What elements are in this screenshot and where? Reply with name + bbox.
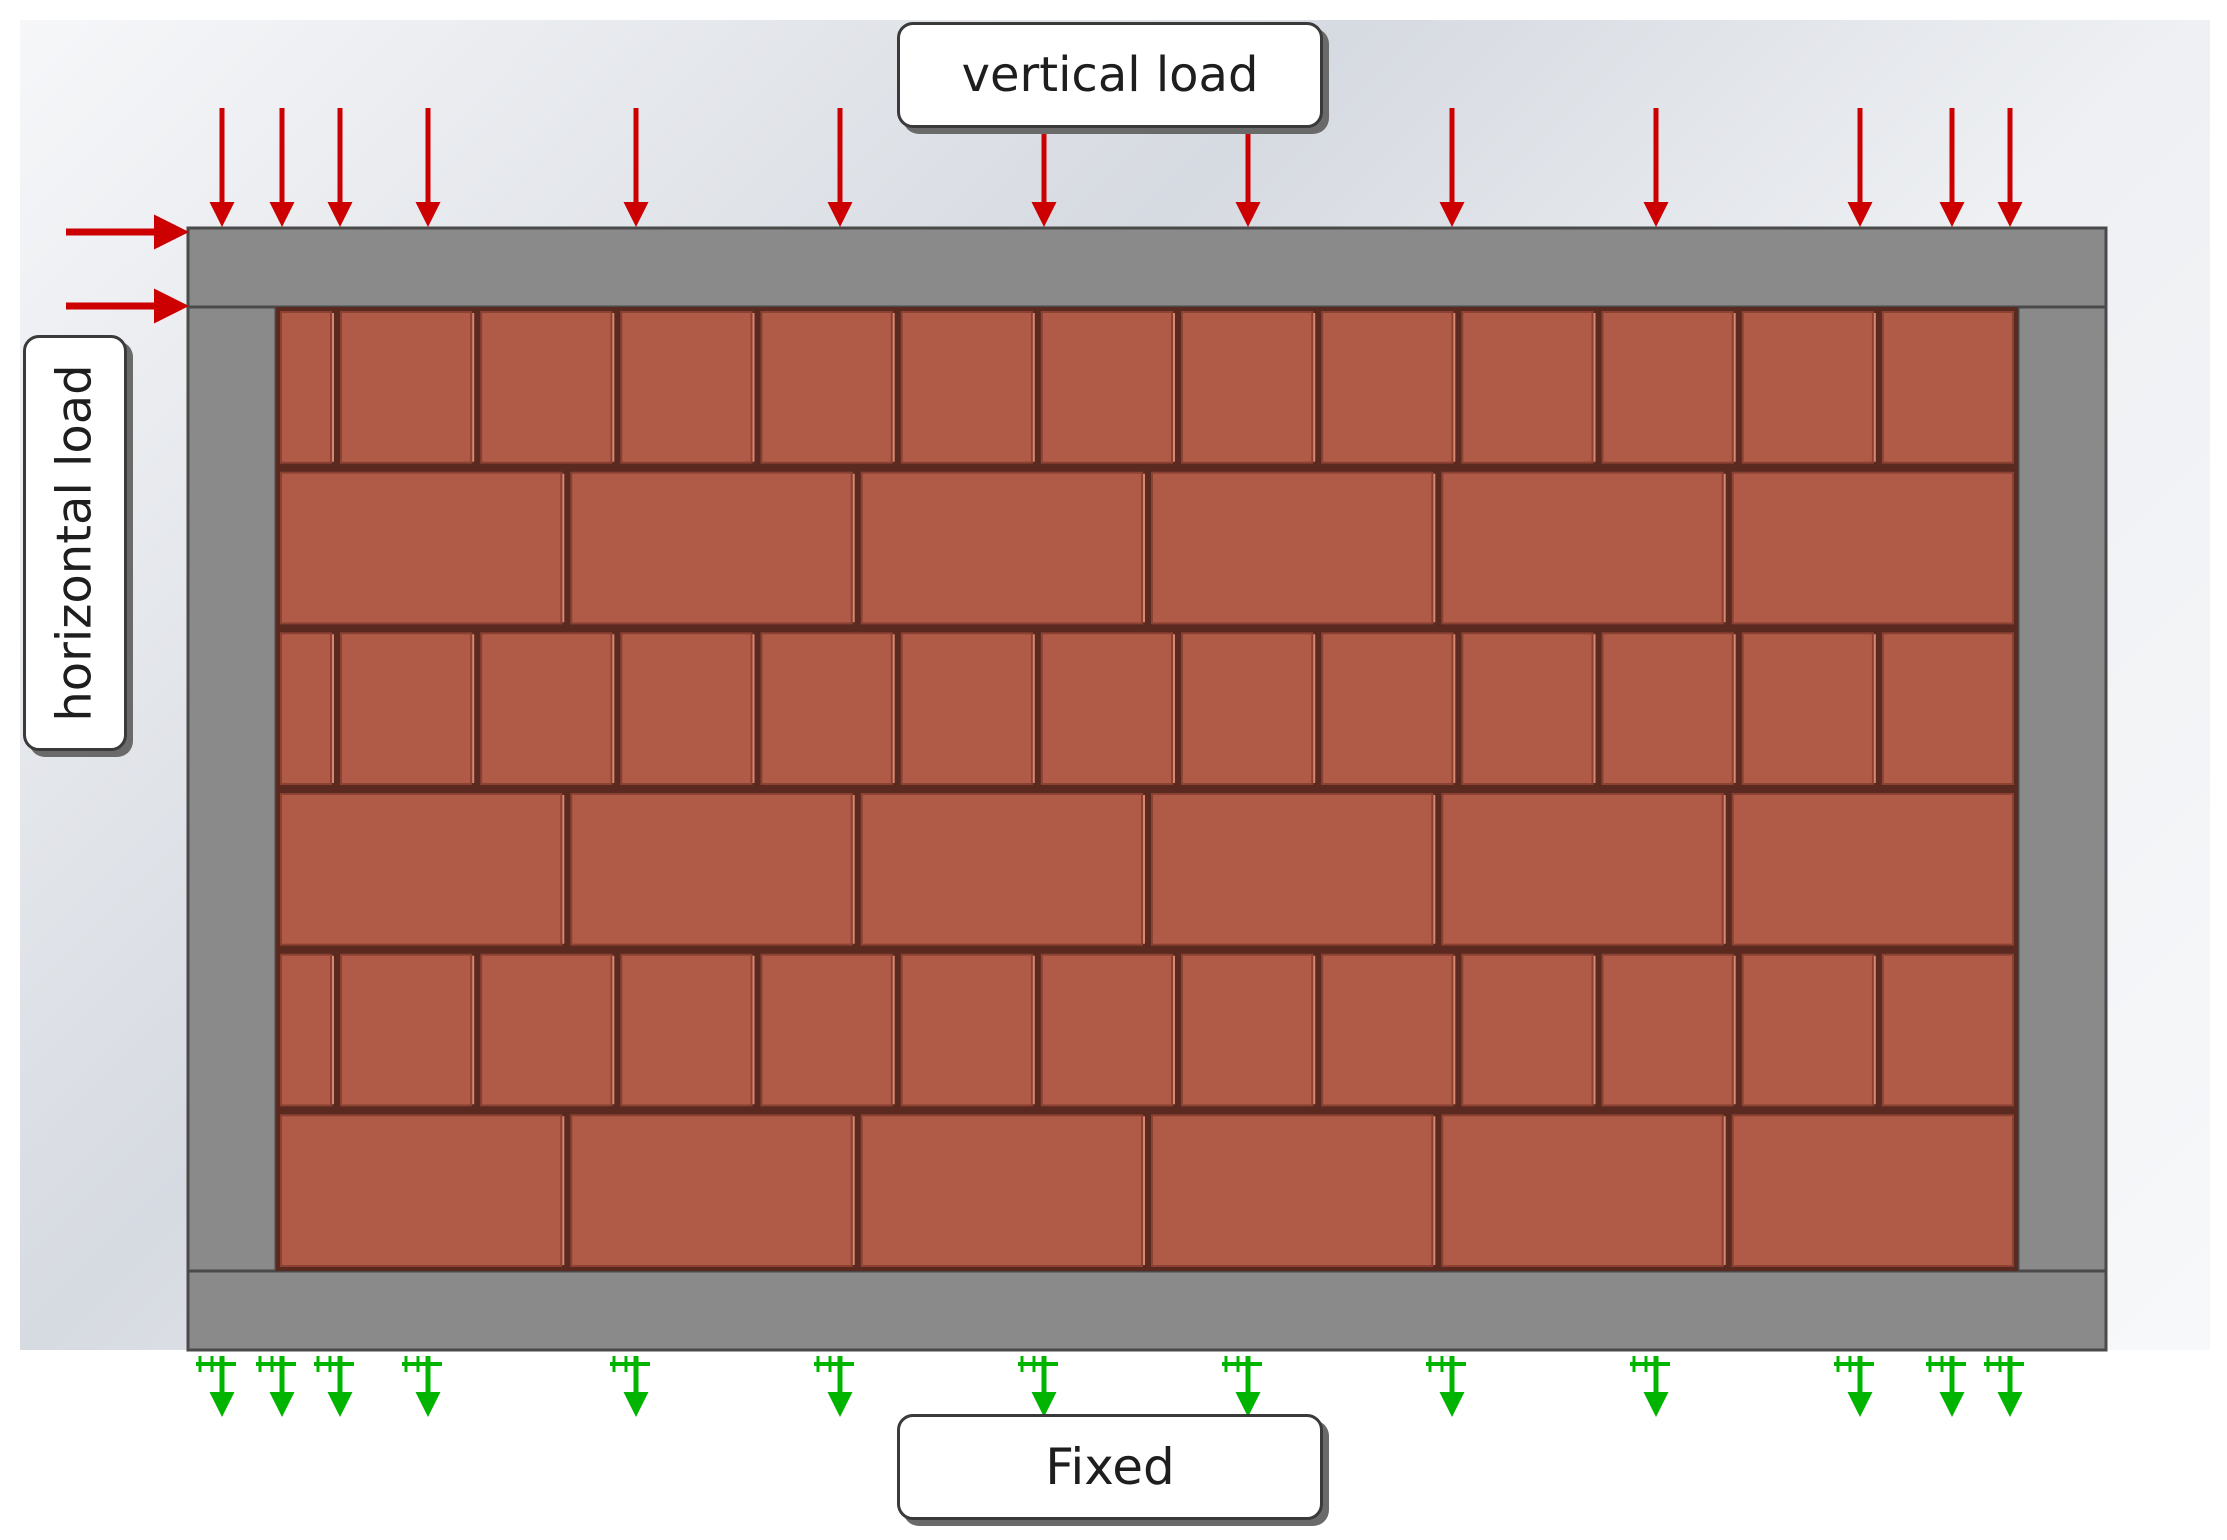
header-brick — [1601, 632, 1734, 785]
vertical-load-text: vertical load — [961, 47, 1259, 103]
right-column — [2016, 305, 2108, 1273]
stretcher-brick — [1151, 471, 1434, 625]
stretcher-brick — [1731, 471, 2014, 625]
fixed-support-label: Fixed — [897, 1414, 1323, 1520]
mortar-background — [276, 307, 2018, 1271]
header-brick — [760, 632, 893, 785]
header-brick — [480, 311, 613, 464]
stretcher-brick — [1151, 793, 1434, 946]
header-brick — [760, 953, 893, 1107]
header-brick — [1741, 311, 1874, 464]
header-brick — [1881, 632, 2015, 785]
half-brick — [280, 632, 332, 785]
header-brick — [480, 632, 613, 785]
header-brick — [620, 953, 753, 1107]
header-brick — [1741, 632, 1874, 785]
stretcher-brick — [860, 1114, 1143, 1268]
stretcher-brick — [1731, 1114, 2014, 1268]
header-brick — [900, 953, 1033, 1107]
header-brick — [1461, 632, 1594, 785]
half-brick — [280, 311, 332, 464]
header-brick — [1321, 632, 1454, 785]
horizontal-load-label: horizontal load — [23, 335, 127, 751]
header-brick — [340, 953, 473, 1107]
fixed-support-text: Fixed — [1045, 1438, 1175, 1496]
header-brick — [620, 632, 753, 785]
header-brick — [1181, 311, 1314, 464]
stretcher-brick — [1441, 793, 1724, 946]
stretcher-brick — [1441, 1114, 1724, 1268]
header-brick — [1040, 632, 1174, 785]
header-brick — [1181, 632, 1314, 785]
header-brick — [1461, 953, 1594, 1107]
header-brick — [1321, 311, 1454, 464]
stretcher-brick — [570, 1114, 853, 1268]
half-brick — [280, 953, 332, 1107]
horizontal-load-text: horizontal load — [47, 364, 104, 722]
header-brick — [620, 311, 753, 464]
header-brick — [1601, 311, 1734, 464]
vertical-load-label: vertical load — [897, 22, 1323, 128]
stretcher-brick — [280, 471, 563, 625]
stretcher-brick — [570, 793, 853, 946]
header-brick — [1181, 953, 1314, 1107]
header-brick — [340, 311, 473, 464]
bottom-beam — [186, 1269, 2108, 1352]
header-brick — [900, 632, 1033, 785]
header-brick — [480, 953, 613, 1107]
header-brick — [1321, 953, 1454, 1107]
header-brick — [1881, 953, 2015, 1107]
header-brick — [340, 632, 473, 785]
top-beam — [186, 226, 2108, 309]
header-brick — [900, 311, 1033, 464]
header-brick — [1040, 953, 1174, 1107]
header-brick — [1040, 311, 1174, 464]
stretcher-brick — [280, 1114, 563, 1268]
header-brick — [1881, 311, 2015, 464]
header-brick — [1601, 953, 1734, 1107]
stretcher-brick — [860, 471, 1143, 625]
header-brick — [760, 311, 893, 464]
left-column — [186, 305, 278, 1273]
header-brick — [1461, 311, 1594, 464]
header-brick — [1741, 953, 1874, 1107]
stretcher-brick — [860, 793, 1143, 946]
stretcher-brick — [1441, 471, 1724, 625]
stretcher-brick — [1151, 1114, 1434, 1268]
stretcher-brick — [1731, 793, 2014, 946]
stretcher-brick — [280, 793, 563, 946]
stretcher-brick — [570, 471, 853, 625]
